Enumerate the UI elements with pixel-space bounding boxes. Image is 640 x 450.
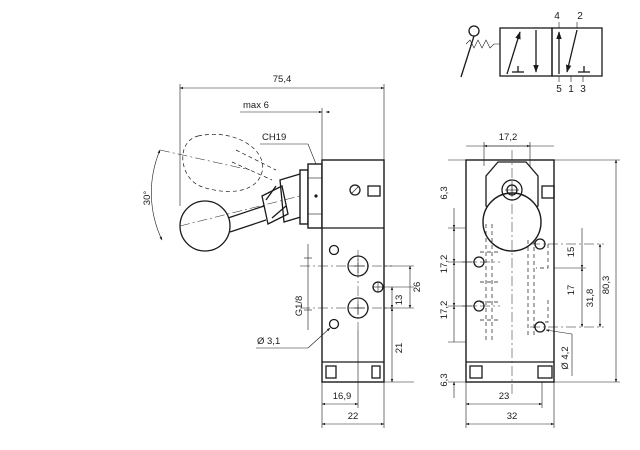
lever-ghost-position [182,134,277,192]
dim-height-6-3-bottom: 6,3 [439,373,450,386]
side-view: 75,4 max 6 CH19 30° G1/8 Ø 3,1 26 13 [142,74,423,428]
dim-height-6-3-top: 6,3 [439,186,450,199]
dim-spacing-21: 21 [394,343,405,354]
dim-hole-diameter-front: Ø 4,2 [560,346,571,369]
label-port-thread: G1/8 [294,296,305,317]
port-label-5: 5 [556,84,562,95]
dim-right-15: 15 [566,247,577,258]
lever-base-nut [299,163,323,229]
dim-angle: 30° [142,191,153,206]
front-view: 17,2 6,3 17,2 17,2 6,3 15 17 31,8 80,3 Ø… [439,132,620,428]
dim-spacing-13: 13 [394,295,405,306]
port-label-4: 4 [554,11,560,22]
dim-overall-height: 80,3 [601,276,612,295]
dim-max-offset: max 6 [243,100,269,111]
dim-overall-width: 75,4 [273,74,292,85]
dim-top-width: 17,2 [499,132,518,143]
dim-width-32: 32 [507,411,518,422]
valve-body-side [321,159,385,383]
port-label-2: 2 [577,11,583,22]
valve-symbol: 4 2 5 1 3 [460,11,603,95]
dim-right-17: 17 [566,285,577,296]
dim-width-23: 23 [499,391,510,402]
dim-spacing-26: 26 [412,282,423,293]
dim-hole-diameter-side: Ø 3,1 [257,336,280,347]
port-label-3: 3 [580,84,586,95]
dim-height-17-2-a: 17,2 [439,255,450,274]
port-label-1: 1 [568,84,574,95]
dim-right-31-8: 31,8 [585,289,596,308]
label-wrench-size: CH19 [262,132,286,143]
dim-width-22: 22 [348,411,359,422]
dim-height-17-2-b: 17,2 [439,301,450,320]
dim-width-16-9: 16,9 [333,391,352,402]
